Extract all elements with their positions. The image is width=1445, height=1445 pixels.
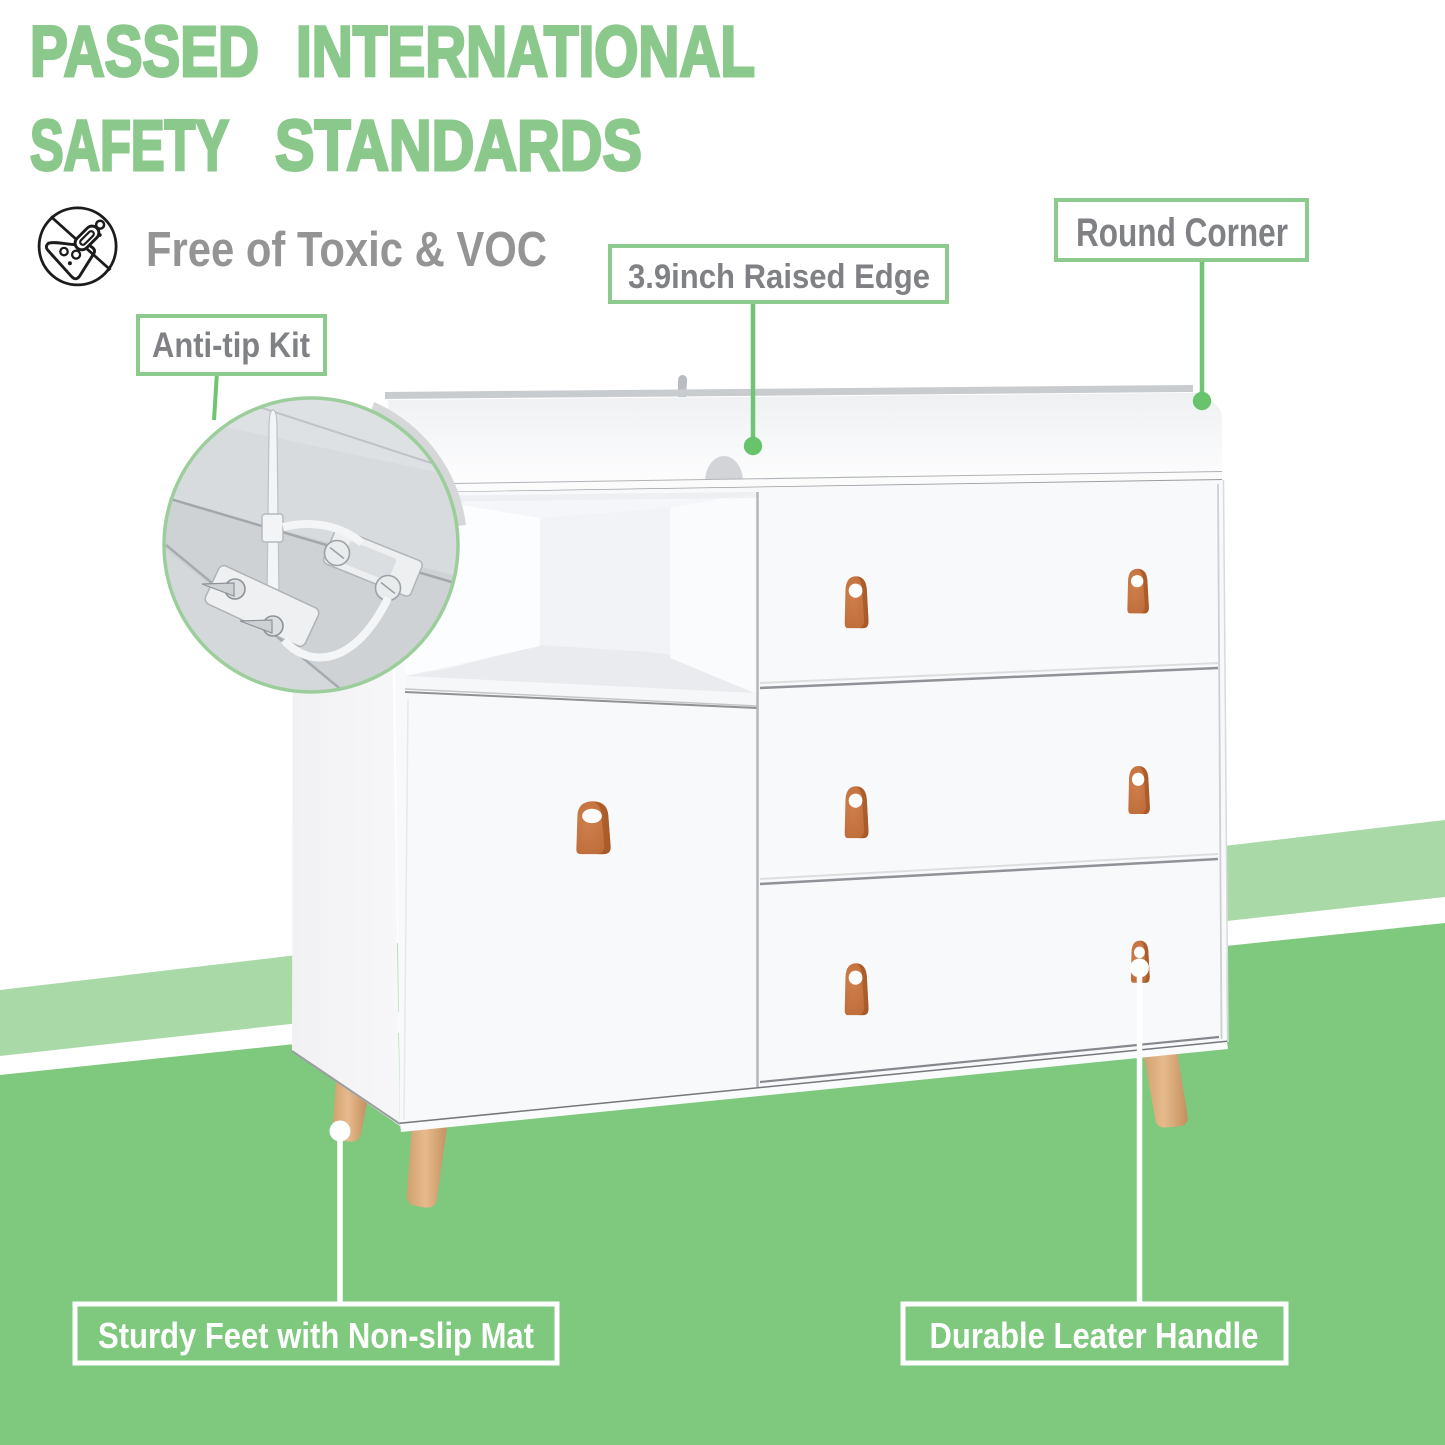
svg-text:3.9inch Raised Edge: 3.9inch Raised Edge [628,258,930,296]
svg-text:Anti-tip Kit: Anti-tip Kit [152,326,310,365]
svg-text:SAFETY: SAFETY [30,107,229,186]
svg-text:Sturdy Feet with Non-slip Mat: Sturdy Feet with Non-slip Mat [98,1315,534,1356]
svg-text:STANDARDS: STANDARDS [275,107,642,186]
svg-text:Durable Leater Handle: Durable Leater Handle [930,1315,1259,1356]
svg-text:Round Corner: Round Corner [1076,211,1288,255]
svg-text:Free of Toxic & VOC: Free of Toxic & VOC [146,223,547,277]
svg-text:INTERNATIONAL: INTERNATIONAL [296,13,755,92]
svg-text:PASSED: PASSED [30,13,259,92]
